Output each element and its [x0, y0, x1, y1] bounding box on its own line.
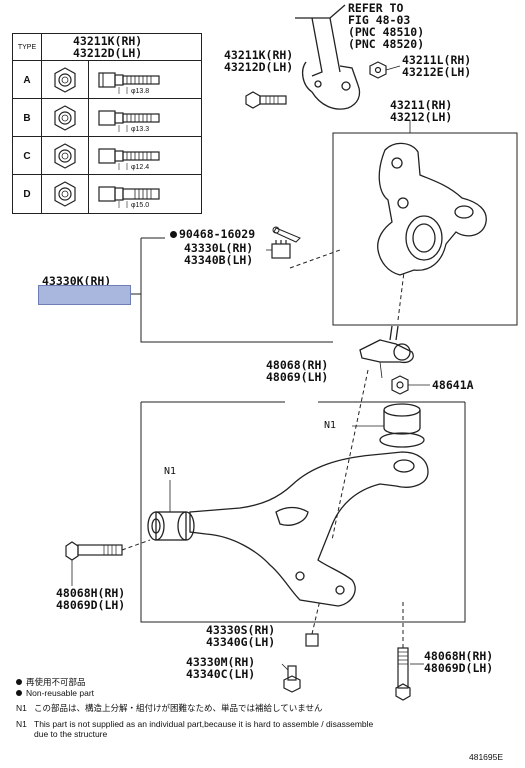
ball-joint-lh-highlight: [38, 285, 131, 305]
label-n1-bushing: N1: [324, 420, 337, 431]
castle-nut-icon: [271, 240, 291, 259]
legend-n1-en-line2: due to the structure: [34, 729, 108, 739]
non-reusable-dot-icon: [16, 690, 22, 696]
label-bj-bolt-rh: 43330S(RH): [206, 623, 276, 637]
label-n1-front: N1: [164, 466, 177, 477]
refer-line-4: (PNC 48520): [348, 37, 425, 51]
legend-n1-jp: この部品は、構造上分解・組付けが困難なため、単品では補給していません: [34, 703, 323, 713]
label-nut-lh: 43212E(LH): [402, 65, 472, 79]
label-cotter-pin: 90468-16029: [170, 228, 255, 240]
label-ball-joint-rh: 43330K(RH): [42, 274, 112, 288]
type-letter: B: [13, 99, 42, 137]
bolt-icon: [89, 175, 201, 214]
rear-bolt-icon: [395, 647, 411, 701]
rear-bushing-icon: [379, 403, 425, 448]
cotter-pin-icon: [272, 226, 301, 243]
type-row-c: C φ12.4: [13, 136, 201, 175]
legend-nonreusable-en-row: Non-reusable part: [16, 688, 94, 698]
front-bolt-icon: [65, 541, 123, 561]
label-arm-rh: 48068(RH): [266, 358, 329, 372]
legend-nonreusable-jp-row: 再使用不可部品: [16, 677, 86, 687]
ball-joint-bolt-icon: [305, 633, 319, 647]
type-header-pn-lh: 43212D(LH): [73, 46, 143, 60]
type-row-d: D φ15.0: [13, 174, 201, 214]
nut-icon: [42, 137, 89, 175]
refer-line-2: FIG 48-03: [348, 13, 411, 27]
lock-nut-icon: [391, 375, 409, 395]
bolt-icon: [89, 99, 201, 137]
label-nut-rh: 43211L(RH): [402, 53, 472, 67]
strut-outline: [295, 4, 361, 110]
lower-arm-icon: [189, 451, 429, 607]
front-bushing-icon: [147, 511, 195, 541]
bolt-icon: [89, 61, 201, 99]
ball-joint-nut-icon: [283, 665, 301, 693]
type-letter: A: [13, 61, 42, 99]
label-knuckle-rh: 43211(RH): [390, 98, 453, 112]
refer-line-1: REFER TO: [348, 1, 404, 15]
cotter-pin-number: 90468-16029: [179, 227, 256, 241]
ball-joint-icon: [359, 325, 414, 364]
type-letter: D: [13, 175, 42, 214]
label-knuckle-lh: 43212(LH): [390, 110, 453, 124]
bolt-diameter: φ15.0: [131, 202, 150, 209]
label-front-bolt-rh: 48068H(RH): [56, 586, 126, 600]
type-row-a: A φ13.8: [13, 60, 201, 99]
label-arm-lh: 48069(LH): [266, 370, 329, 384]
type-header-pn-rh: 43211K(RH): [73, 34, 143, 48]
legend-n1-jp-row: N1 この部品は、構造上分解・組付けが困難なため、単品では補給していません: [16, 703, 323, 713]
bolt-type-table: TYPE 43211K(RH) 43212D(LH) A φ13.8 B φ13…: [12, 33, 202, 214]
nut-icon: [42, 175, 89, 214]
label-rear-bolt-rh: 48068H(RH): [424, 649, 494, 663]
legend-n1-en-row: N1 This part is not supplied as an indivi…: [16, 719, 373, 729]
label-bj-bolt-lh: 43340G(LH): [206, 635, 276, 649]
non-reusable-dot-icon: [170, 231, 177, 238]
label-strut-bolt-lh: 43212D(LH): [224, 60, 294, 74]
label-front-bolt-lh: 48069D(LH): [56, 598, 126, 612]
steering-knuckle-icon: [377, 142, 487, 276]
strut-nut-icon: [369, 61, 387, 79]
bolt-diameter: φ13.3: [131, 126, 150, 133]
figure-code: 481695E: [469, 752, 504, 762]
bolt-diameter: φ13.8: [131, 88, 150, 95]
type-header-label: TYPE: [13, 34, 42, 60]
label-bj-nut-lh: 43340B(LH): [184, 253, 254, 267]
legend-n1-tag: N1: [16, 703, 27, 713]
label-nut-48641a: 48641A: [432, 378, 474, 392]
non-reusable-dot-icon: [16, 679, 22, 685]
label-bj-nut2-rh: 43330M(RH): [186, 655, 256, 669]
label-strut-bolt-rh: 43211K(RH): [224, 48, 294, 62]
nut-icon: [42, 99, 89, 137]
legend-nonreusable-en: Non-reusable part: [26, 688, 95, 698]
label-bj-nut2-lh: 43340C(LH): [186, 667, 256, 681]
label-rear-bolt-lh: 48069D(LH): [424, 661, 494, 675]
knuckle-box: [332, 132, 518, 326]
label-bj-nut-rh: 43330L(RH): [184, 241, 254, 255]
legend-n1-en-line1: This part is not supplied as an individu…: [34, 719, 374, 729]
bolt-diameter: φ12.4: [131, 164, 150, 171]
legend-n1-tag: N1: [16, 719, 27, 729]
type-row-b: B φ13.3: [13, 98, 201, 137]
type-letter: C: [13, 137, 42, 175]
bolt-icon: [89, 137, 201, 175]
refer-line-3: (PNC 48510): [348, 25, 425, 39]
legend-nonreusable-jp: 再使用不可部品: [26, 677, 86, 687]
strut-bolt-icon: [245, 91, 287, 109]
nut-icon: [42, 61, 89, 99]
